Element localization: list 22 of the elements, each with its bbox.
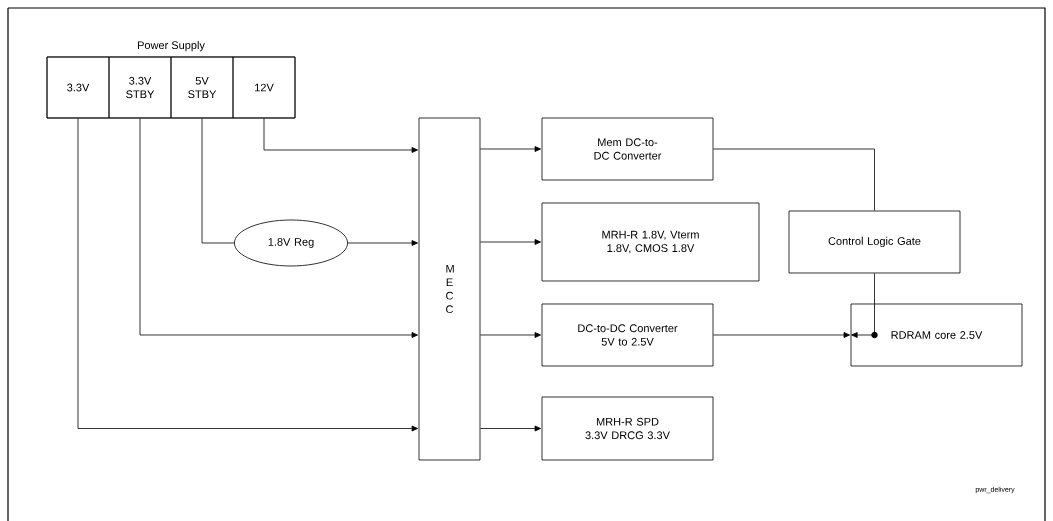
voltage-cell: 12V xyxy=(232,56,296,119)
voltage-cell: 5V STBY xyxy=(170,56,234,119)
output-box: MRH-R SPD 3.3V DRCG 3.3V xyxy=(541,396,714,461)
arrow xyxy=(139,118,418,338)
arrow xyxy=(347,240,418,246)
controller-box: M E C C xyxy=(418,117,481,461)
voltage-cell: 3.3V STBY xyxy=(108,56,172,119)
output-box: MRH-R 1.8V, Vterm 1.8V, CMOS 1.8V xyxy=(541,202,760,282)
arrow xyxy=(713,332,850,338)
arrow xyxy=(263,118,418,153)
converter-box: DC-to-DC Converter 5V to 2.5V xyxy=(541,303,714,367)
memory-box: RDRAM core 2.5V xyxy=(850,303,1023,367)
arrow xyxy=(77,118,418,432)
arrow xyxy=(851,273,875,338)
converter-box: Mem DC-to-DC Converter xyxy=(541,117,714,181)
arrow xyxy=(480,239,541,245)
voltage-cell: 3.3V xyxy=(46,56,110,119)
arrow xyxy=(480,146,541,152)
logic-gate-box: Control Logic Gate xyxy=(788,210,961,274)
arrow xyxy=(480,425,541,432)
node-label: Power Supply xyxy=(137,41,205,52)
arrow xyxy=(480,332,541,338)
